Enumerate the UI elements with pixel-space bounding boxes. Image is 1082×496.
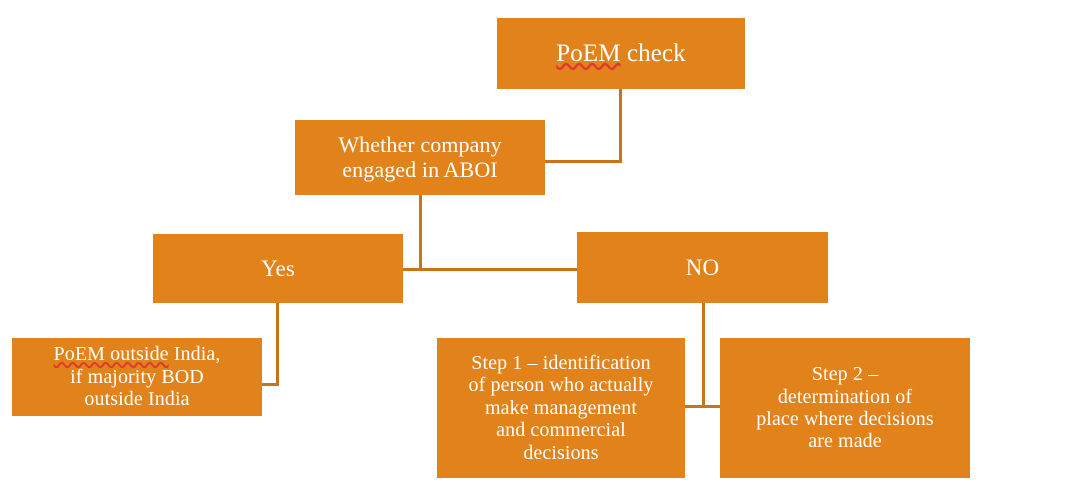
spellcheck-word-poem: PoEM — [556, 39, 621, 67]
node-step-2[interactable]: Step 2 – determination of place where de… — [720, 338, 970, 478]
node-poem-outside-label: PoEM outside India, if majority BOD outs… — [18, 343, 256, 410]
connector-poem-check-down — [619, 89, 622, 163]
node-no-label: NO — [685, 254, 720, 280]
spellcheck-word-poem-outside: PoEM outside — [53, 343, 169, 366]
connector-no-down — [702, 303, 705, 408]
node-step-1[interactable]: Step 1 – identification of person who ac… — [437, 338, 685, 478]
node-step-1-label: Step 1 – identification of person who ac… — [468, 352, 654, 464]
node-poem-check[interactable]: PoEM check — [497, 18, 745, 89]
node-yes[interactable]: Yes — [153, 234, 403, 303]
connector-aboi-down — [419, 195, 422, 271]
node-poem-outside-india[interactable]: PoEM outside India, if majority BOD outs… — [12, 338, 262, 416]
node-poem-check-rest: check — [620, 39, 686, 67]
node-aboi-label: Whether company engaged in ABOI — [338, 131, 502, 182]
node-poem-outside-rest: India, if majority BOD outside India — [70, 343, 221, 411]
node-yes-label: Yes — [261, 255, 295, 281]
node-step-2-label: Step 2 – determination of place where de… — [756, 363, 934, 453]
connector-step1-to-step2 — [684, 405, 722, 408]
node-no[interactable]: NO — [577, 232, 828, 303]
connector-yes-no-split — [403, 268, 579, 271]
node-poem-check-label: PoEM check — [503, 40, 739, 68]
connector-yes-to-poem-outside — [259, 383, 279, 386]
connector-yes-down — [276, 303, 279, 386]
connector-poem-check-to-aboi — [545, 160, 622, 163]
node-whether-company-engaged-in-aboi[interactable]: Whether company engaged in ABOI — [295, 120, 545, 195]
